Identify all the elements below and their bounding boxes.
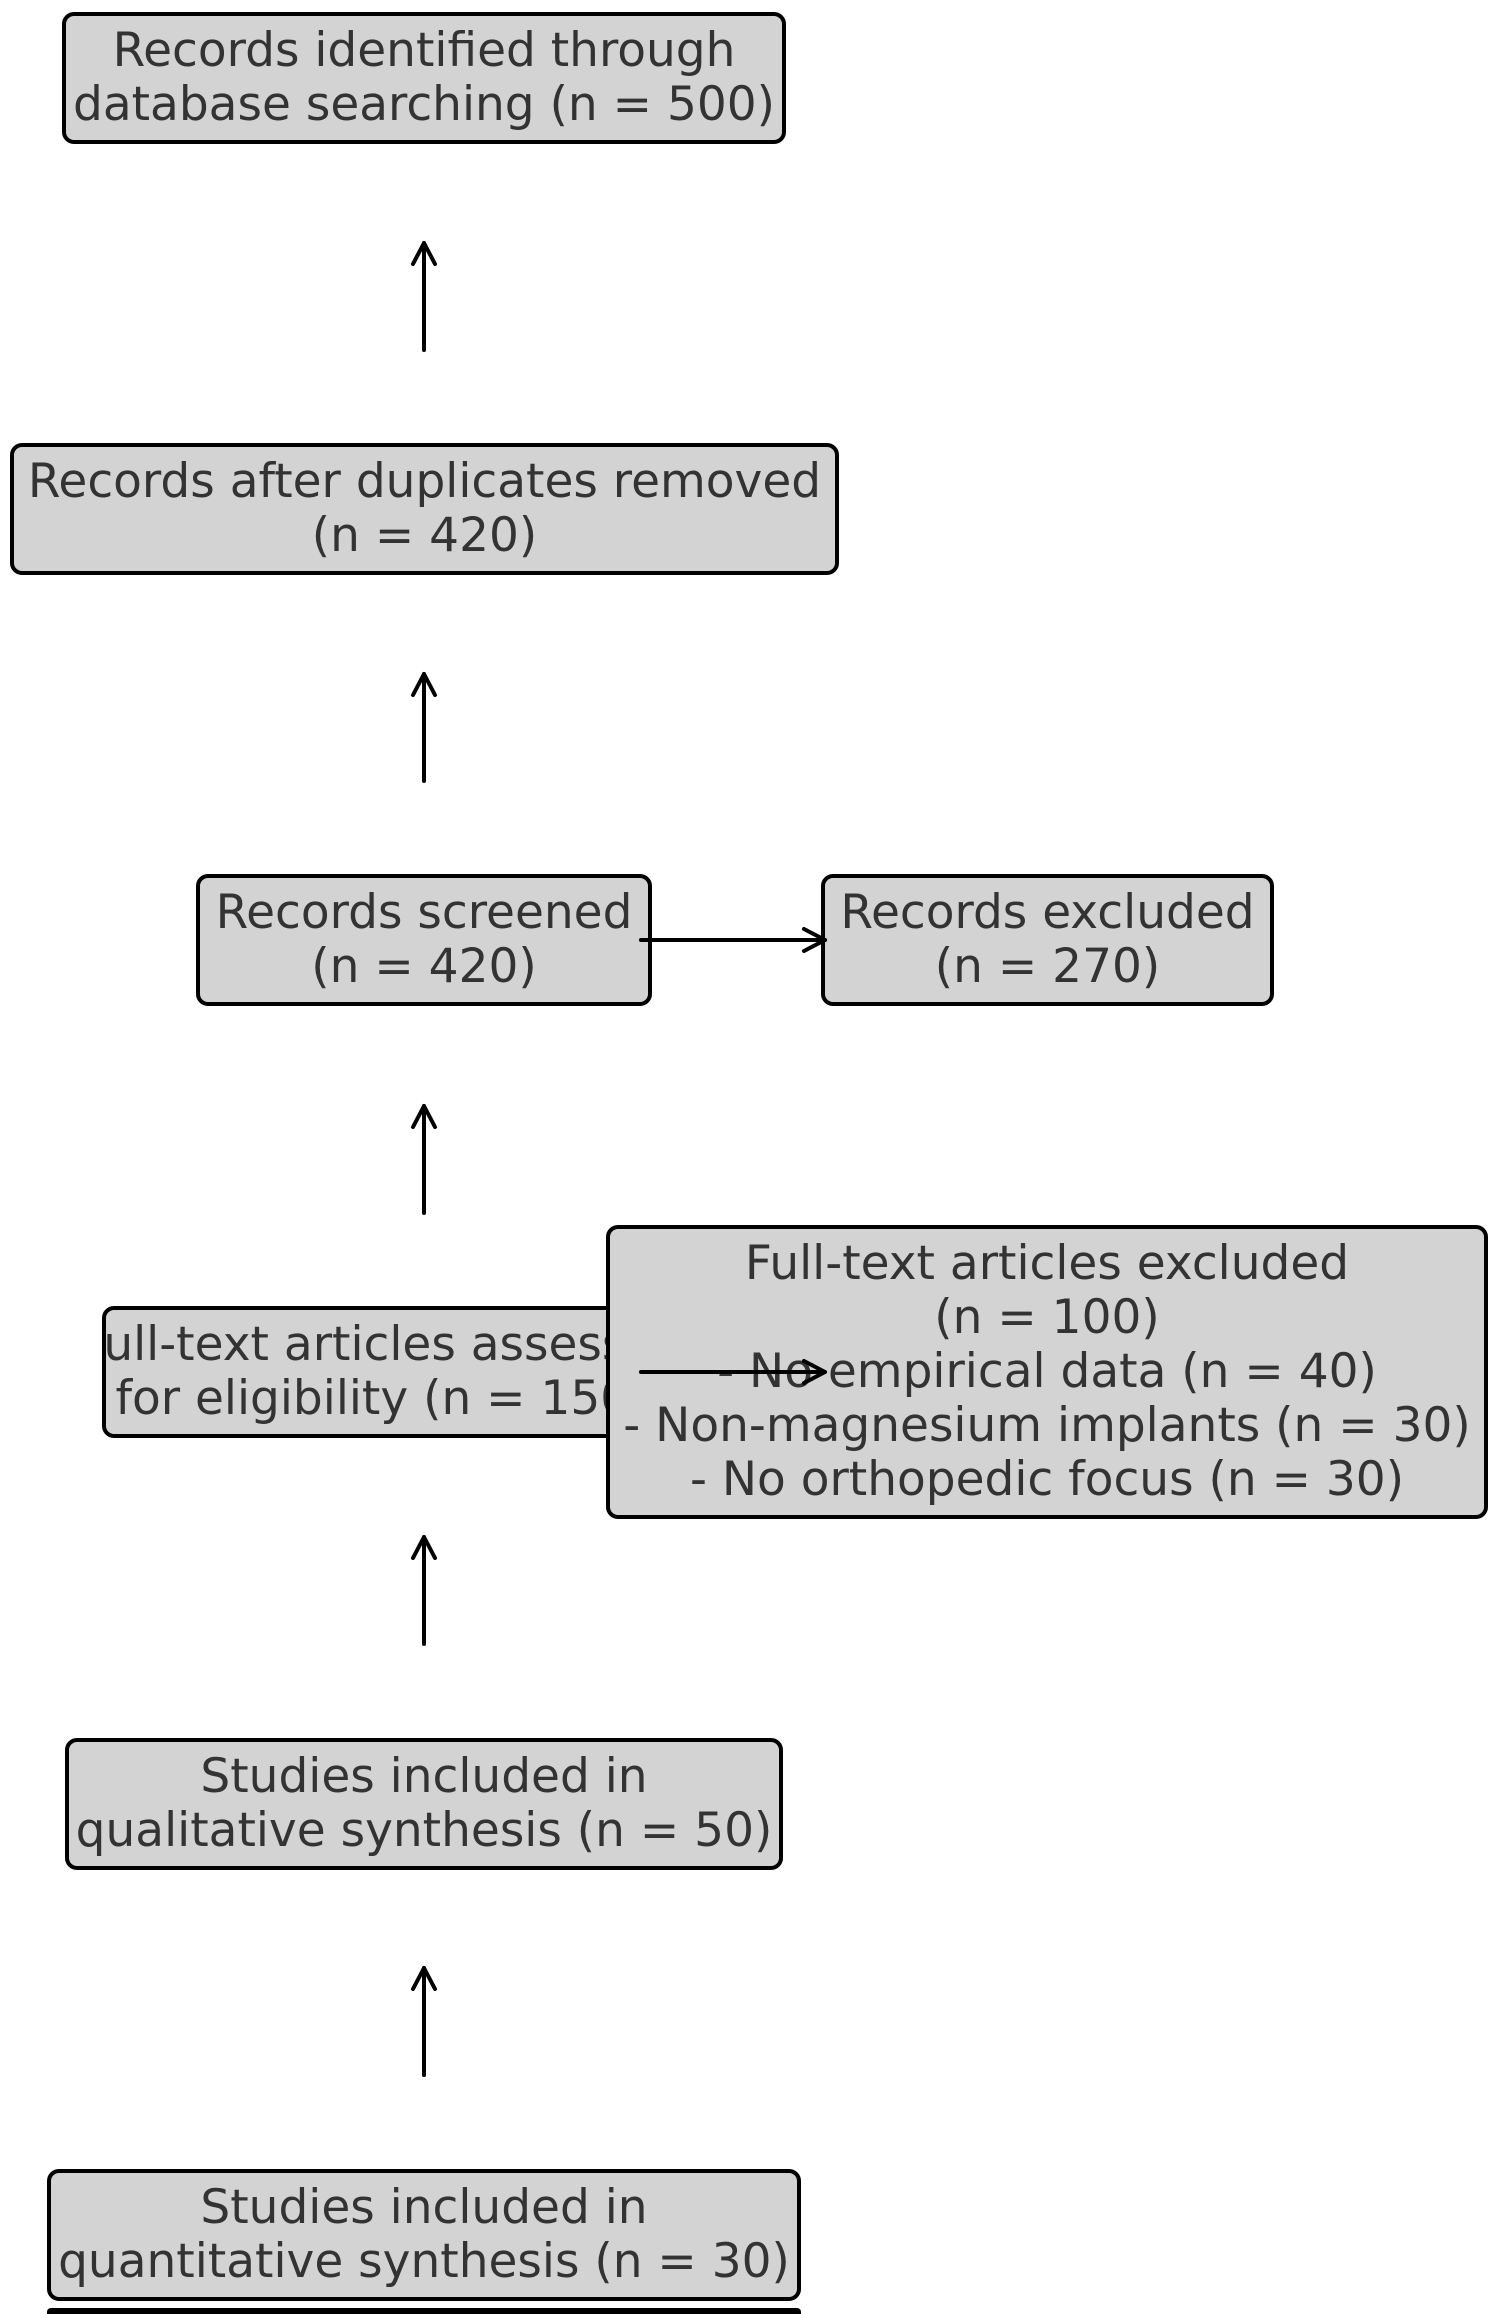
arrow-fulltext-to-screened	[411, 1104, 437, 1215]
arrow-fulltext-to-fulltext-excluded	[639, 1359, 827, 1385]
node-full-text-excluded-line-1: Full-text articles excluded	[744, 1236, 1350, 1291]
node-records-after-duplicates-line-1: Records after duplicates removed	[27, 454, 822, 509]
node-qualitative-synthesis-line-1: Studies included in	[200, 1749, 648, 1804]
node-records-after-duplicates: Records after duplicates removed (n = 42…	[10, 443, 839, 575]
node-records-excluded: Records excluded (n = 270)	[821, 874, 1274, 1006]
node-records-screened: Records screened (n = 420)	[196, 874, 652, 1006]
node-quantitative-synthesis: Studies included in quantitative synthes…	[47, 2169, 801, 2301]
node-quantitative-synthesis-line-1: Studies included in	[200, 2180, 648, 2235]
node-full-text-assessed-line-2: for eligibility (n = 150)	[115, 1371, 649, 1426]
node-records-screened-line-2: (n = 420)	[311, 939, 537, 994]
arrow-dedup-to-identified	[411, 241, 437, 352]
node-records-after-duplicates-line-2: (n = 420)	[311, 508, 538, 563]
node-qualitative-synthesis: Studies included in qualitative synthesi…	[65, 1738, 783, 1870]
node-full-text-excluded-line-2: (n = 100)	[934, 1290, 1160, 1345]
node-full-text-excluded-line-3: - No empirical data (n = 40)	[717, 1344, 1377, 1399]
next-node-top-edge	[47, 2308, 801, 2314]
node-records-identified: Records identified through database sear…	[62, 12, 786, 144]
node-records-identified-line-2: database searching (n = 500)	[72, 77, 776, 132]
node-full-text-assessed-line-1: Full-text articles assessed	[102, 1317, 662, 1372]
node-qualitative-synthesis-line-2: qualitative synthesis (n = 50)	[75, 1803, 773, 1858]
node-quantitative-synthesis-line-2: quantitative synthesis (n = 30)	[58, 2234, 790, 2289]
node-records-screened-line-1: Records screened	[215, 885, 633, 940]
arrow-screened-to-dedup	[411, 672, 437, 783]
arrow-quantitative-to-qualitative	[411, 1966, 437, 2077]
node-full-text-excluded-line-5: - No orthopedic focus (n = 30)	[689, 1452, 1405, 1507]
node-records-identified-line-1: Records identified through	[112, 23, 736, 78]
arrow-qualitative-to-fulltext	[411, 1535, 437, 1646]
node-full-text-excluded-line-4: - Non-magnesium implants (n = 30)	[623, 1398, 1471, 1453]
node-records-excluded-line-2: (n = 270)	[934, 939, 1161, 994]
arrow-screened-to-excluded	[639, 927, 827, 953]
node-records-excluded-line-1: Records excluded	[840, 885, 1255, 940]
